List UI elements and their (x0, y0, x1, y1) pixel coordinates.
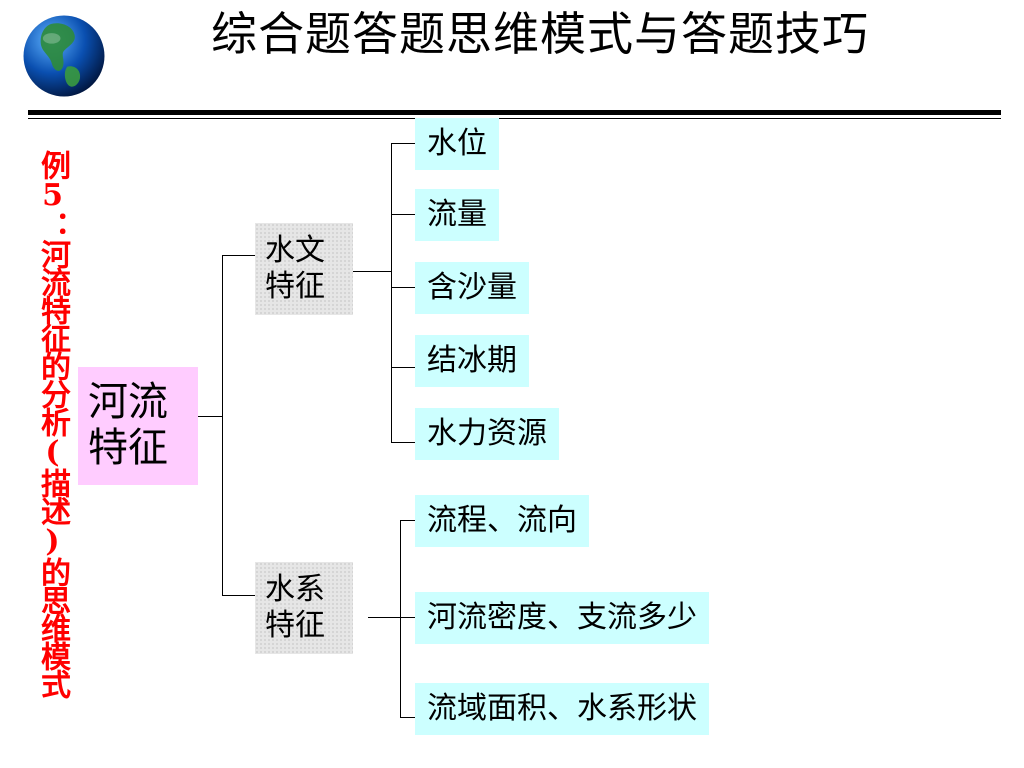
leaf-node: 流量 (415, 189, 499, 241)
leaf-node: 流程、流向 (415, 495, 589, 547)
page-title: 综合题答题思维模式与答题技巧 (211, 7, 869, 61)
connector (353, 271, 391, 272)
connector (400, 520, 401, 718)
connector (391, 214, 415, 215)
connector (222, 595, 255, 596)
globe-logo (23, 15, 105, 97)
connector (391, 143, 392, 443)
connector (400, 520, 415, 521)
title-divider-thick (28, 110, 1001, 115)
branch-node-label: 水文 特征 (265, 233, 325, 304)
connector (391, 442, 415, 443)
branch-node-label: 水系 特征 (265, 572, 325, 643)
vertical-example-title: 例5：河流特征的分析(描述)的思维模式 (35, 150, 70, 697)
leaf-node: 河流密度、支流多少 (415, 592, 709, 644)
leaf-node: 含沙量 (415, 262, 529, 314)
connector (391, 287, 415, 288)
connector (222, 255, 223, 596)
connector (400, 717, 415, 718)
leaf-node: 结冰期 (415, 335, 529, 387)
branch-node-hydrology: 水文 特征 (255, 223, 353, 315)
branch-node-river-system: 水系 特征 (255, 562, 353, 654)
connector (400, 617, 415, 618)
root-node-label: 河流 特征 (88, 379, 168, 471)
connector (391, 367, 415, 368)
connector (368, 617, 400, 618)
leaf-node: 水力资源 (415, 408, 559, 460)
leaf-node: 流域面积、水系形状 (415, 683, 709, 735)
root-node-river-features: 河流 特征 (78, 367, 198, 485)
connector (198, 416, 222, 417)
connector (222, 255, 255, 256)
connector (391, 143, 415, 144)
leaf-node: 水位 (415, 118, 499, 170)
title-divider-thin (28, 118, 1001, 119)
